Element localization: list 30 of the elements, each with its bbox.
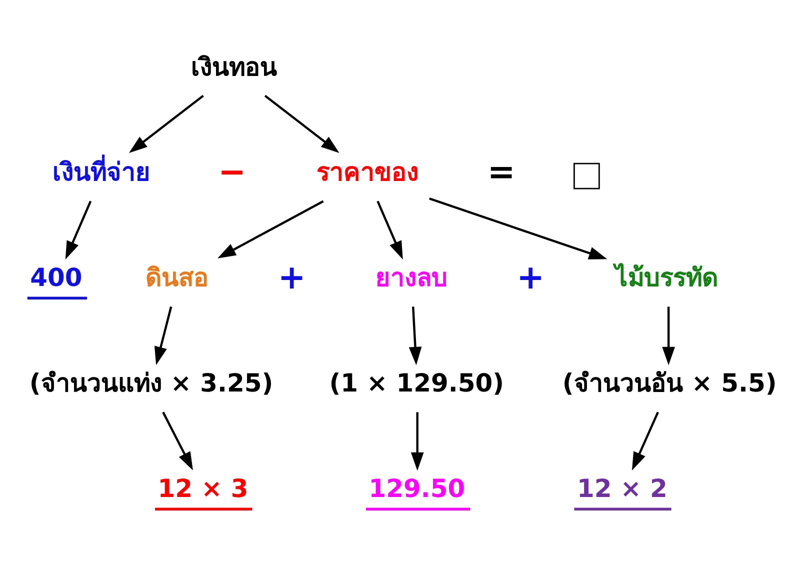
label: + [516,257,544,296]
label: + [278,257,306,296]
arrow [408,306,422,365]
arrow [264,94,340,152]
node-text: 12 × 3 [158,474,248,503]
arrow [376,200,403,259]
node-text: (จำนวนแท่ง × 3.25) [29,368,274,398]
node-text: 400 [30,262,82,292]
node-text: ราคาของ [316,157,419,186]
arrow [154,306,172,365]
arrow [429,197,608,259]
node-text: 129.50 [368,474,466,503]
node-text: 12 × 2 [576,474,668,503]
label: = [487,152,516,191]
arrow [217,200,324,258]
node-box [573,162,600,189]
node-text: ยางลบ [376,262,448,292]
arrow [410,412,424,470]
node-text: เงินที่จ่าย [52,157,150,186]
arrow [65,200,92,259]
arrow [662,306,675,365]
node-text: ไม้บรรทัด [615,262,718,292]
node-text: ดินสอ [145,262,208,292]
label: − [218,152,246,191]
arrow [128,94,204,152]
arrow [632,411,659,470]
arrow [162,411,193,470]
node-text: (จำนวนอัน × 5.5) [562,368,777,398]
node-text: (1 × 129.50) [329,368,504,398]
node-text: เงินทอน [191,52,278,81]
